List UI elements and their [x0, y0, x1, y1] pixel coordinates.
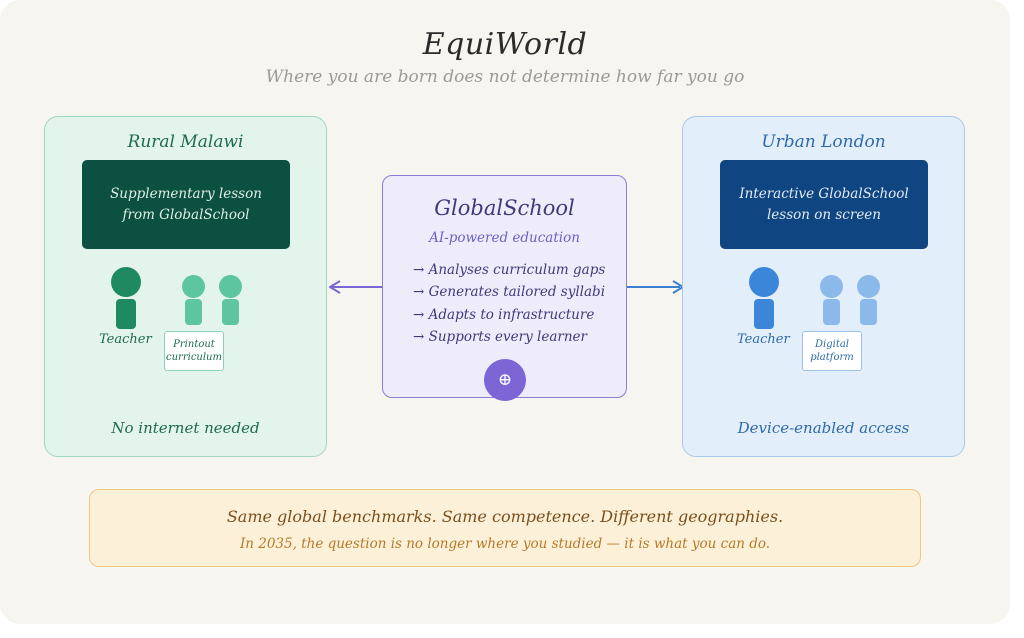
arrow-to-urban	[627, 280, 684, 294]
teacher-figure-head	[111, 267, 141, 297]
panel-footer-rural: No internet needed	[111, 419, 260, 437]
teacher-figure-head	[749, 267, 779, 297]
teacher-figure-body	[754, 299, 774, 329]
diagram-canvas: EquiWorld Where you are born does not de…	[0, 0, 1010, 624]
student-figure-body	[823, 299, 840, 325]
lesson-text-urban: Interactive GlobalSchool lesson on scree…	[739, 185, 909, 223]
globalschool-card: GlobalSchool AI-powered education → Anal…	[382, 175, 627, 401]
teacher-label-urban: Teacher	[737, 332, 790, 347]
globalschool-title: GlobalSchool	[434, 196, 575, 220]
student-figure-head	[820, 275, 843, 298]
student-figure-body	[185, 299, 202, 325]
teacher-label-rural: Teacher	[99, 332, 152, 347]
tag-text-urban: Digital platform	[810, 339, 854, 363]
arrow-to-rural	[329, 280, 382, 294]
digital-platform-tag: Digital platform	[802, 331, 862, 371]
teacher-figure-body	[116, 299, 136, 329]
banner-headline: Same global benchmarks. Same competence.…	[226, 507, 784, 526]
banner-tagline: In 2035, the question is no longer where…	[239, 536, 771, 552]
rural-malawi-panel: Rural Malawi Supplementary lesson from G…	[44, 116, 327, 457]
feature-item: → Generates tailored syllabi	[413, 284, 606, 301]
printout-curriculum-tag: Printout curriculum	[164, 331, 224, 371]
panel-footer-urban: Device-enabled access	[737, 419, 910, 437]
lesson-card-rural: Supplementary lesson from GlobalSchool	[82, 160, 290, 249]
student-figure-body	[222, 299, 239, 325]
student-figure-body	[860, 299, 877, 325]
lesson-text-rural: Supplementary lesson from GlobalSchool	[110, 185, 262, 223]
globalschool-subtitle: AI-powered education	[429, 230, 580, 246]
feature-list: → Analyses curriculum gaps → Generates t…	[413, 262, 605, 351]
student-figure-head	[219, 275, 242, 298]
feature-item: → Adapts to infrastructure	[413, 306, 595, 323]
page-subtitle: Where you are born does not determine ho…	[265, 67, 745, 87]
connector-arrows	[329, 280, 684, 294]
panel-heading-rural: Rural Malawi	[127, 132, 244, 152]
urban-london-panel: Urban London Interactive GlobalSchool le…	[682, 116, 965, 457]
tag-text-rural: Printout curriculum	[166, 339, 222, 363]
globe-icon: ⊕	[484, 359, 526, 401]
page-title: EquiWorld	[422, 27, 588, 62]
lesson-card-urban: Interactive GlobalSchool lesson on scree…	[720, 160, 928, 249]
student-figure-head	[182, 275, 205, 298]
panel-heading-urban: Urban London	[761, 132, 886, 152]
feature-item: → Analyses curriculum gaps	[413, 262, 606, 278]
student-figure-head	[857, 275, 880, 298]
feature-item: → Supports every learner	[413, 328, 587, 345]
summary-banner: Same global benchmarks. Same competence.…	[89, 489, 921, 567]
